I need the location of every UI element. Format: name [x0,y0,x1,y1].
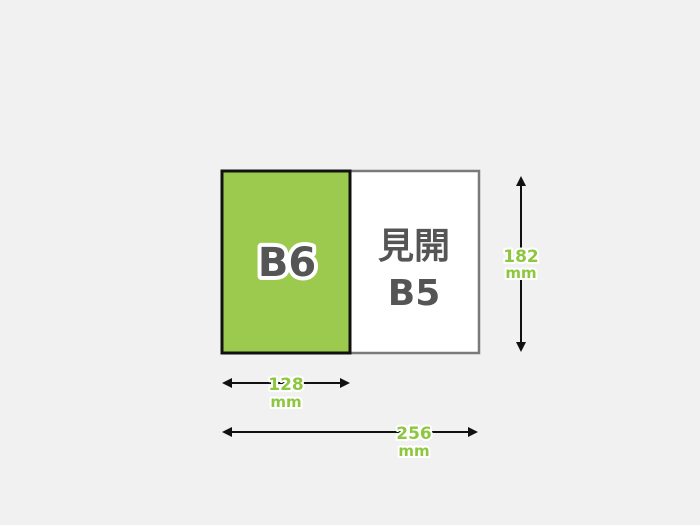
b6-sheet-rect [220,169,352,355]
small-width-unit: mm [270,393,301,411]
height-unit: mm [505,264,536,282]
small-width-value: 128 [268,375,304,395]
spread-width-unit: mm [398,442,429,460]
spread-width-value: 256 [396,424,432,444]
height-value: 182 [503,247,539,267]
b6-label: B6 [258,240,316,286]
spread-label-line1: 見開 [378,226,450,267]
spread-label-line2: B5 [388,273,441,314]
